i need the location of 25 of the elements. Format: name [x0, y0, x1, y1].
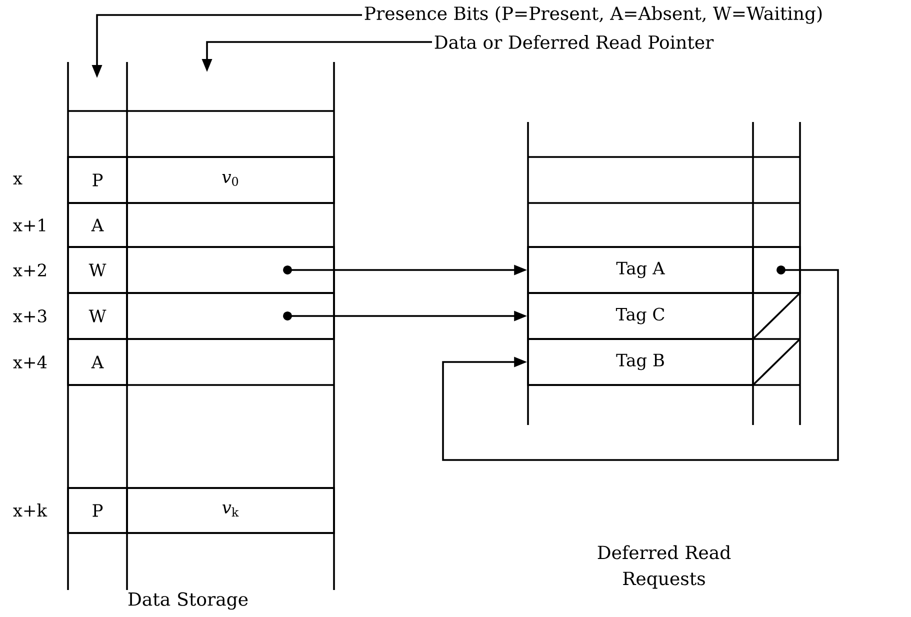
table-cell: A — [67, 202, 128, 248]
pointer-cell — [126, 292, 335, 340]
table-cell: v$_{0}$ — [126, 156, 335, 204]
pointer-arrow — [442, 266, 839, 461]
row-address: x+4 — [13, 356, 47, 368]
row-address: x+1 — [13, 218, 46, 232]
table-cell: Tag A — [527, 246, 754, 294]
annotation-text: Data or Deferred Read Pointer — [434, 35, 714, 49]
table-caption: Data Storage — [128, 592, 248, 610]
table-caption: Deferred Read Requests — [598, 545, 731, 589]
pointer-cell — [752, 246, 801, 294]
table-cell: W — [67, 246, 128, 294]
table-cell: Tag B — [527, 338, 754, 386]
row-address: x — [13, 176, 22, 184]
row-address: x+2 — [13, 264, 46, 276]
table-cell: Tag C — [527, 292, 754, 340]
table-cell: W — [67, 292, 128, 340]
annotation-text: Presence Bits (P=Present, A=Absent, W=Waiting) — [364, 6, 822, 24]
table-cell: v$_{k}$ — [126, 487, 335, 534]
table-cell: P — [67, 156, 128, 204]
pointer-cell — [126, 246, 335, 294]
row-address: x+3 — [13, 310, 46, 322]
row-address: x+k — [13, 504, 48, 516]
table-cell: P — [67, 487, 128, 534]
table-cell: A — [67, 338, 128, 386]
